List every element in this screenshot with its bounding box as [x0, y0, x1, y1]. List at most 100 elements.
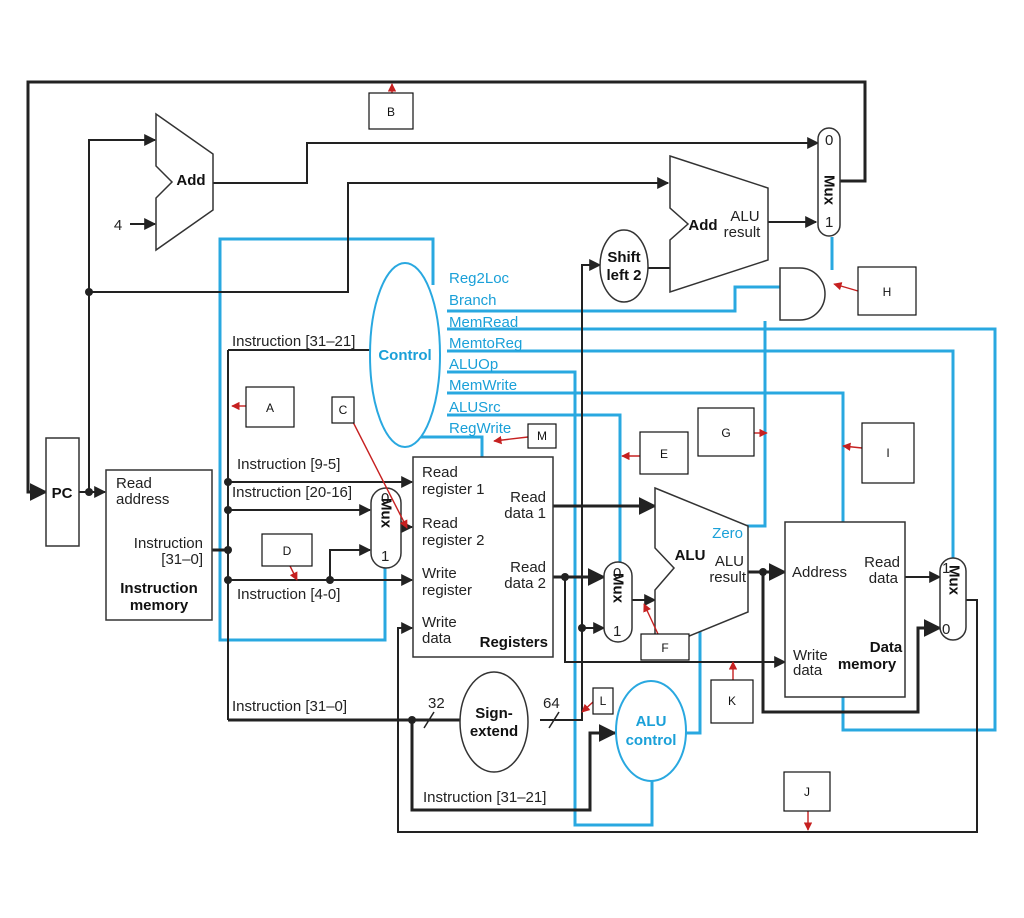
signal-alusrc: ALUSrc	[449, 399, 501, 416]
main-alu	[654, 486, 749, 652]
width-64: 64	[543, 695, 560, 712]
memtoreg-mux-one: 1	[942, 560, 950, 577]
marker-j: J	[804, 785, 810, 799]
reg-rd1-a: Read	[510, 489, 546, 506]
alu-control	[615, 680, 687, 782]
field-9-5: Instruction [9-5]	[237, 456, 340, 473]
signal-branch: Branch	[449, 292, 497, 309]
marker-boxes: A B C D E F G H I J K L M	[245, 92, 917, 812]
marker-box-b	[368, 92, 414, 130]
shift-label-1: Shift	[607, 249, 640, 266]
field-31-21-top: Instruction [31–21]	[232, 333, 355, 350]
instruction-field-labels: Instruction [31–21] Instruction [9-5] In…	[232, 333, 560, 806]
marker-box-f	[640, 633, 690, 661]
marker-box-m	[527, 423, 557, 449]
alusrc-mux-label: Mux	[610, 573, 627, 604]
pc-adder-label: Add	[176, 172, 205, 189]
marker-h: H	[883, 285, 892, 299]
signal-memtoreg: MemtoReg	[449, 335, 522, 352]
reg2loc-mux-label: Mux	[378, 498, 395, 529]
reg2loc-mux-one: 1	[381, 548, 389, 565]
signal-regwrite: RegWrite	[449, 420, 511, 437]
alusrc-mux-one: 1	[613, 623, 621, 640]
data-memory	[784, 521, 906, 698]
marker-box-g	[697, 407, 755, 457]
reg-write-a: Write	[422, 565, 457, 582]
memtoreg-mux	[939, 557, 967, 641]
marker-box-c	[331, 396, 355, 424]
field-31-0: Instruction [31–0]	[232, 698, 347, 715]
pc-label: PC	[52, 485, 73, 502]
control-label: Control	[378, 347, 431, 364]
branch-adder-result: result	[724, 224, 762, 241]
marker-c: C	[339, 403, 348, 417]
dmem-address: Address	[792, 564, 847, 581]
control-signal-labels: Reg2Loc Branch MemRead MemtoReg ALUOp Me…	[449, 270, 522, 437]
register-file	[412, 456, 554, 658]
branch-adder	[669, 154, 769, 294]
marker-f: F	[661, 641, 668, 655]
marker-k: K	[728, 694, 736, 708]
signal-memread: MemRead	[449, 314, 518, 331]
branch-mux-label: Mux	[821, 175, 838, 206]
alusrc-mux-zero: 0	[613, 565, 621, 582]
marker-box-i	[861, 422, 915, 484]
reg-rd2-a: Read	[510, 559, 546, 576]
dmem-title-2: memory	[838, 656, 897, 673]
reg-rd2-b: data 2	[504, 575, 546, 592]
sign-extend-2: extend	[470, 723, 518, 740]
alusrc-mux	[603, 561, 633, 643]
reg-wdata-b: data	[422, 630, 452, 647]
width-32: 32	[428, 695, 445, 712]
shift-left-2	[599, 229, 649, 303]
memtoreg-mux-label: Mux	[946, 565, 963, 596]
reg-read-1a: Read	[422, 464, 458, 481]
field-20-16: Instruction [20-16]	[232, 484, 352, 501]
control-unit	[369, 262, 441, 448]
alu-zero-label: Zero	[712, 525, 743, 542]
marker-i: I	[886, 446, 889, 460]
field-4-0: Instruction [4-0]	[237, 586, 340, 603]
alu-control-2: control	[626, 732, 677, 749]
marker-box-h	[857, 266, 917, 316]
marker-b: B	[387, 105, 395, 119]
branch-mux	[817, 127, 841, 237]
marker-l: L	[600, 694, 607, 708]
dmem-read-a: Read	[864, 554, 900, 571]
signal-reg2loc: Reg2Loc	[449, 270, 510, 287]
imem-instruction: Instruction	[134, 535, 203, 552]
branch-adder-alu: ALU	[730, 208, 759, 225]
imem-title-1: Instruction	[120, 580, 198, 597]
marker-box-e	[639, 431, 689, 475]
dmem-title-1: Data	[870, 639, 903, 656]
branch-adder-label: Add	[688, 217, 717, 234]
dmem-read-b: data	[869, 570, 899, 587]
marker-m: M	[537, 429, 547, 443]
branch-mux-zero: 0	[825, 132, 833, 149]
signal-memwrite: MemWrite	[449, 377, 517, 394]
reg-wdata-a: Write	[422, 614, 457, 631]
pc-adder	[155, 112, 214, 252]
and-gate	[779, 267, 826, 321]
marker-box-a	[245, 386, 295, 428]
marker-g: G	[721, 426, 730, 440]
marker-a: A	[266, 401, 274, 415]
constant-four: 4	[114, 217, 122, 234]
alu-result-a: ALU	[715, 553, 744, 570]
control-wires	[218, 237, 997, 827]
instruction-memory	[105, 469, 213, 621]
imem-title-2: memory	[130, 597, 189, 614]
sign-extend-1: Sign-	[475, 705, 513, 722]
alu-label: ALU	[675, 547, 706, 564]
imem-read: Read	[116, 475, 152, 492]
field-31-21-bottom: Instruction [31–21]	[423, 789, 546, 806]
datapath-wires	[26, 80, 978, 833]
marker-arrows	[231, 83, 863, 831]
reg-read-2a: Read	[422, 515, 458, 532]
imem-range: [31–0]	[161, 551, 203, 568]
reg-rd1-b: data 1	[504, 505, 546, 522]
branch-mux-one: 1	[825, 214, 833, 231]
marker-d: D	[283, 544, 292, 558]
marker-box-d	[261, 533, 313, 567]
